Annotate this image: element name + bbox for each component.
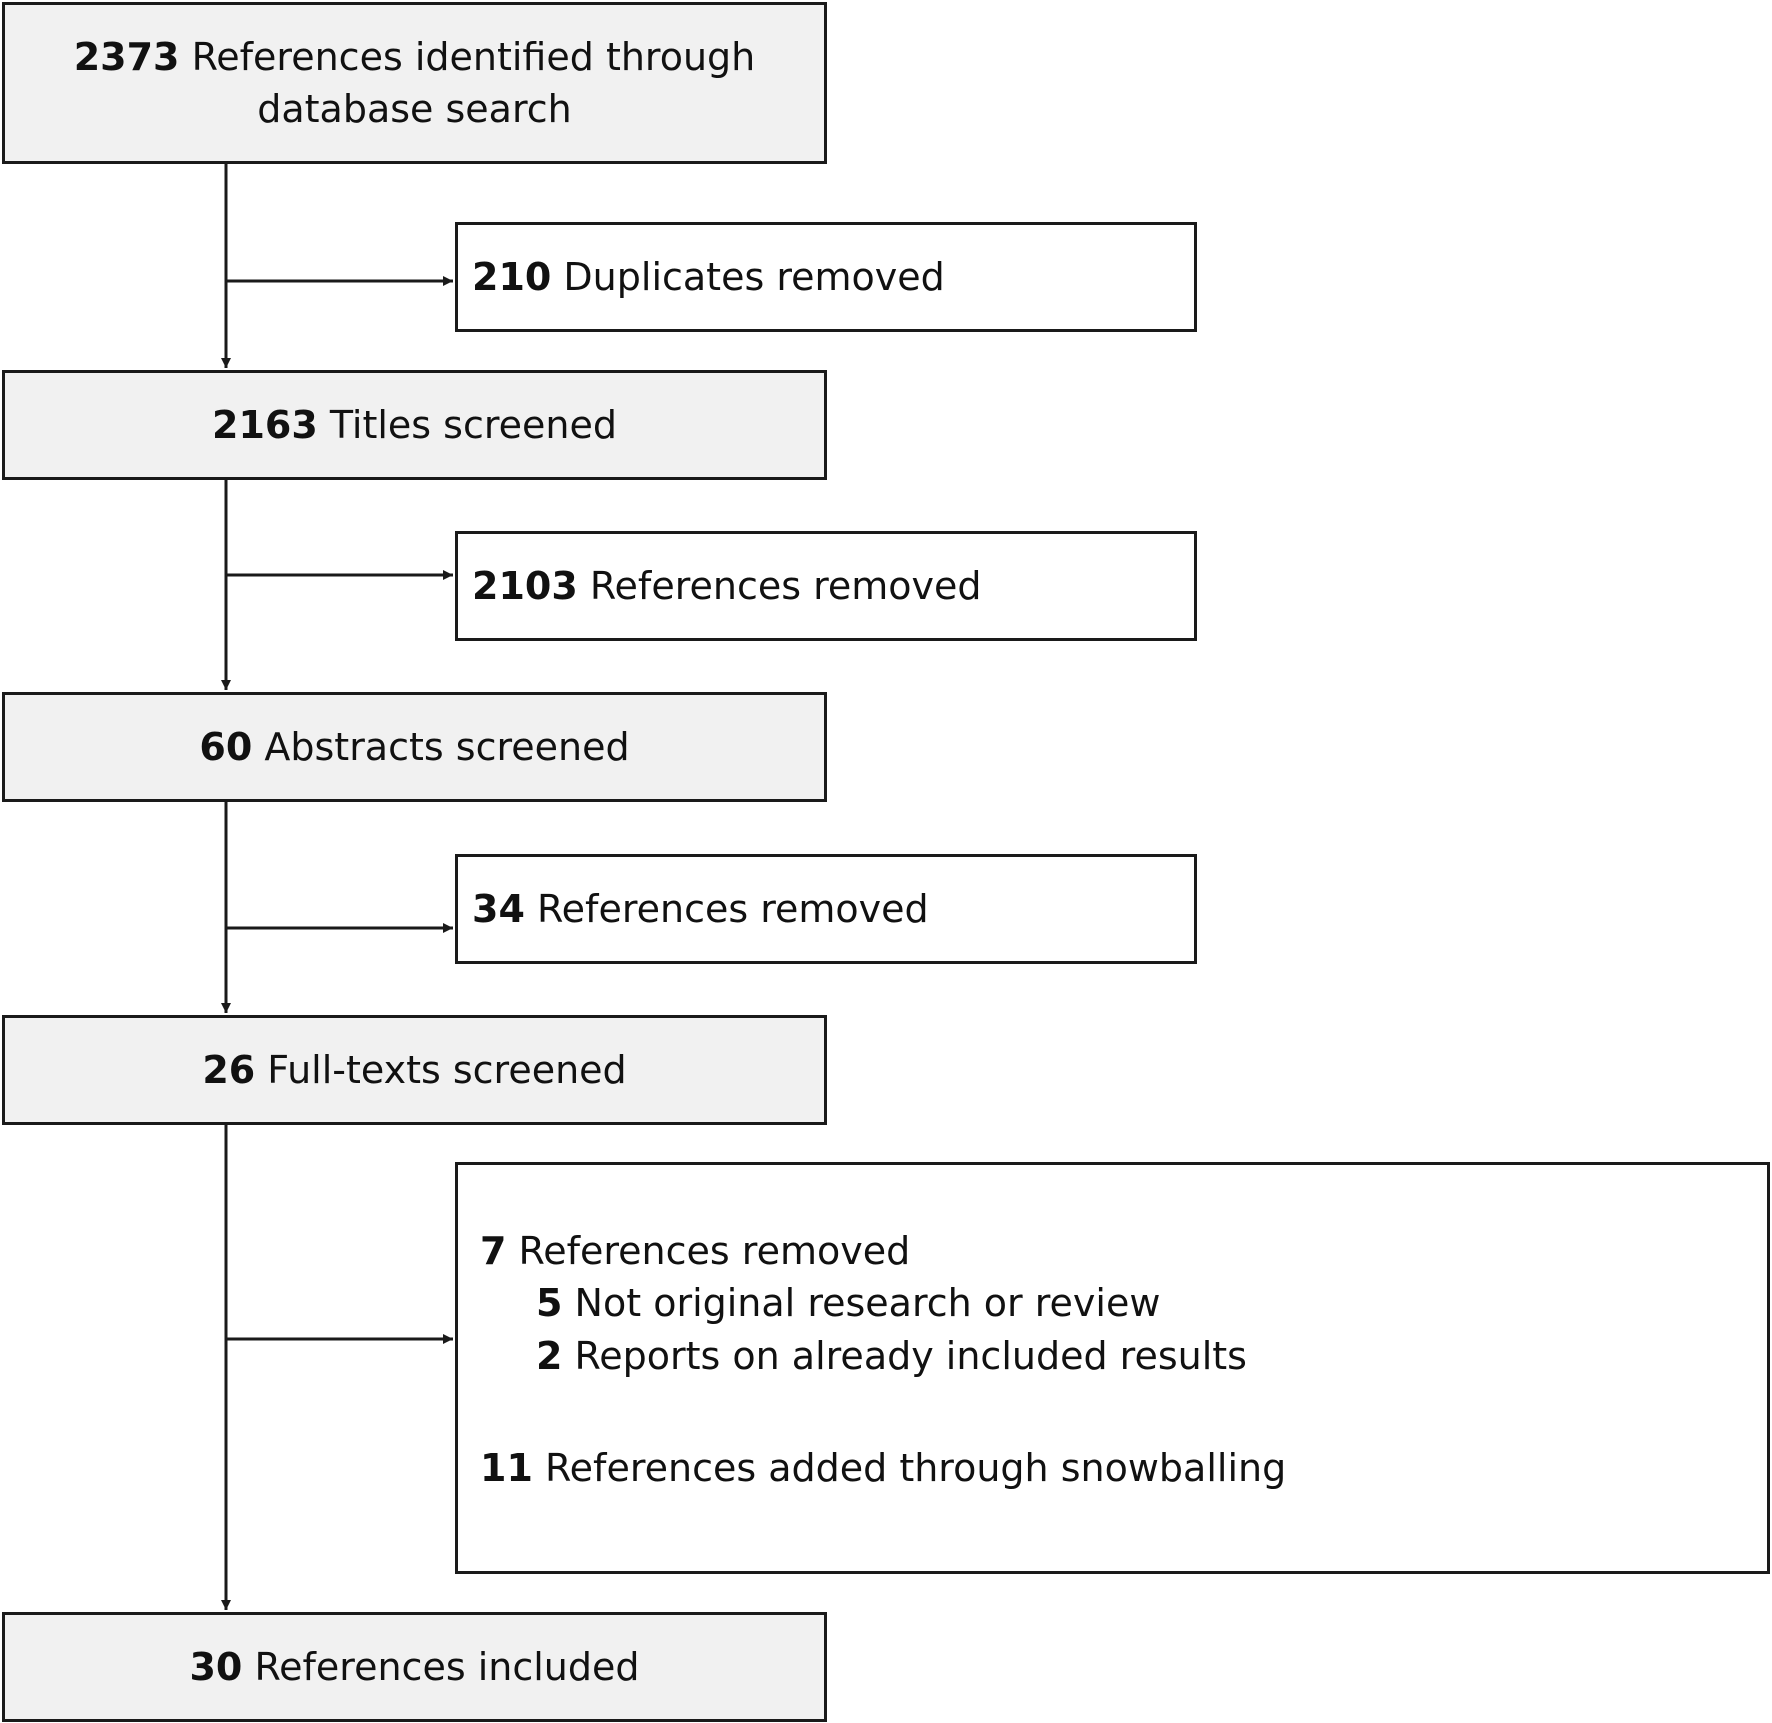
removal-reason: 2 Reports on already included results — [480, 1330, 1767, 1382]
removed-titles-count: 2103 — [472, 563, 578, 608]
removed-abstracts-text: References removed — [536, 886, 929, 931]
abstracts-count: 60 — [199, 724, 253, 769]
removed-abstracts-count: 34 — [472, 886, 525, 931]
fulltext-removal-box: 7 References removed 5 Not original rese… — [455, 1162, 1770, 1574]
fulltexts-box: 26 Full-texts screened — [2, 1015, 827, 1125]
titles-box: 2163 Titles screened — [2, 370, 827, 480]
removed-abstracts-box: 34 References removed — [455, 854, 1197, 964]
identified-count: 2373 — [73, 34, 180, 79]
removal-reason-text: Reports on already included results — [574, 1333, 1247, 1378]
removed-titles-box: 2103 References removed — [455, 531, 1197, 641]
included-box: 30 References included — [2, 1612, 827, 1722]
fulltext-removed-count: 7 — [480, 1229, 507, 1273]
fulltext-removed-line: 7 References removed — [480, 1225, 1767, 1277]
duplicates-count: 210 — [472, 254, 552, 299]
snowballing-count: 11 — [480, 1446, 533, 1491]
removal-reason-count: 5 — [536, 1281, 563, 1326]
fulltexts-count: 26 — [202, 1047, 256, 1092]
removed-titles-text: References removed — [589, 563, 982, 608]
snowballing-text: References added through snowballing — [544, 1446, 1287, 1491]
duplicates-box: 210 Duplicates removed — [455, 222, 1197, 332]
fulltext-removed-text: References removed — [518, 1229, 911, 1273]
abstracts-text: Abstracts screened — [264, 724, 630, 769]
removal-reason-count: 2 — [536, 1333, 563, 1378]
identified-line-1: 2373 References identified through — [5, 31, 824, 83]
removal-reason-text: Not original research or review — [574, 1281, 1161, 1326]
fulltexts-text: Full-texts screened — [267, 1047, 627, 1092]
titles-text: Titles screened — [329, 402, 617, 447]
abstracts-box: 60 Abstracts screened — [2, 692, 827, 802]
identified-text-line-2: database search — [257, 87, 572, 131]
removal-reason: 5 Not original research or review — [480, 1277, 1767, 1329]
identified-box: 2373 References identified through datab… — [2, 2, 827, 164]
titles-count: 2163 — [212, 402, 318, 447]
identified-text: References identified through — [191, 34, 756, 79]
included-text: References included — [254, 1644, 640, 1689]
duplicates-text: Duplicates removed — [563, 254, 945, 299]
snowballing-line: 11 References added through snowballing — [480, 1442, 1767, 1494]
included-count: 30 — [189, 1644, 243, 1689]
